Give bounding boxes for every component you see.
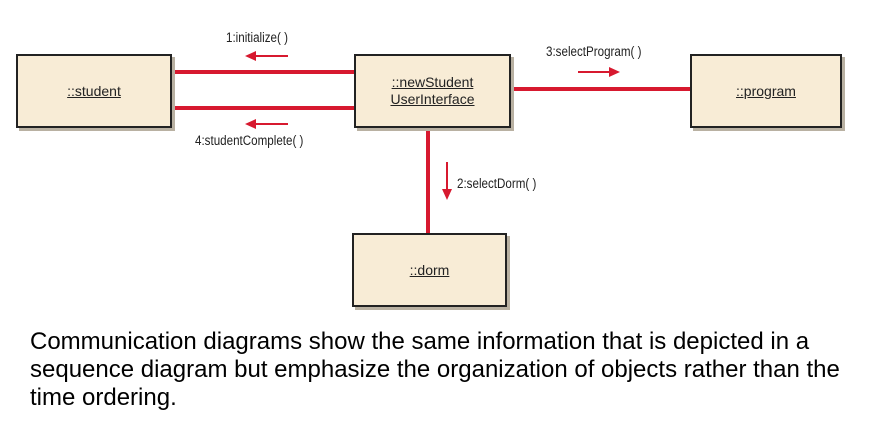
object-dorm-label: ::dorm [409, 261, 450, 278]
object-student: ::student [16, 54, 172, 128]
object-ui-label-line2: UserInterface [390, 91, 475, 107]
arrow-select-dorm [442, 162, 452, 200]
message-student-complete: 4:studentComplete( ) [195, 133, 304, 148]
object-ui-label-line1: ::newStudent [391, 74, 474, 90]
object-program-label: ::program [736, 82, 796, 99]
communication-diagram: ::student ::newStudent UserInterface ::p… [16, 30, 842, 307]
arrow-student-complete [245, 119, 288, 129]
message-select-program: 3:selectProgram( ) [546, 44, 642, 59]
message-select-dorm: 2:selectDorm( ) [457, 176, 537, 191]
arrow-initialize [245, 51, 288, 61]
caption-text: Communication diagrams show the same inf… [30, 328, 840, 411]
message-initialize: 1:initialize( ) [226, 30, 288, 45]
object-dorm: ::dorm [352, 233, 507, 307]
object-program: ::program [690, 54, 842, 128]
object-new-student-ui: ::newStudent UserInterface [354, 54, 511, 128]
diagram-links [172, 51, 690, 233]
object-student-label: ::student [67, 82, 121, 99]
arrow-select-program [578, 67, 620, 77]
